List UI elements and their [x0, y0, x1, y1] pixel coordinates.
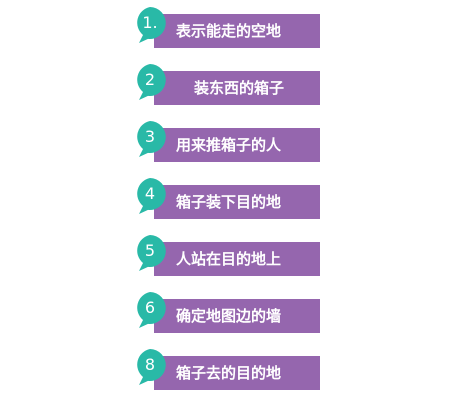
legend-item-5: 人站在目的地上 5 — [134, 235, 324, 276]
legend-label: 人站在目的地上 — [154, 242, 320, 276]
badge-number: 5 — [144, 241, 156, 260]
legend-label: 装东西的箱子 — [154, 71, 320, 105]
legend-label: 箱子装下目的地 — [154, 185, 320, 219]
legend-label: 表示能走的空地 — [154, 14, 320, 48]
legend-item-4: 箱子装下目的地 4 — [134, 178, 324, 219]
number-badge: 8 — [134, 349, 166, 385]
badge-number: 8 — [144, 355, 156, 374]
legend-item-3: 用来推箱子的人 3 — [134, 121, 324, 162]
speech-bubble-icon — [137, 349, 166, 385]
legend-label: 确定地图边的墙 — [154, 299, 320, 333]
legend-item-1: 表示能走的空地 1. — [134, 7, 324, 48]
legend-item-2: 装东西的箱子 2 — [134, 64, 324, 105]
speech-bubble-icon — [137, 292, 166, 328]
legend-label: 用来推箱子的人 — [154, 128, 320, 162]
speech-bubble-icon — [137, 178, 166, 214]
speech-bubble-icon — [137, 121, 166, 157]
badge-number: 4 — [144, 184, 156, 203]
number-badge: 6 — [134, 292, 166, 328]
badge-number: 6 — [144, 298, 156, 317]
badge-number: 2 — [144, 70, 156, 89]
badge-number: 1. — [142, 13, 158, 32]
number-badge: 2 — [134, 64, 166, 100]
speech-bubble-icon — [137, 7, 166, 43]
legend-item-7: 箱子去的目的地 8 — [134, 349, 324, 390]
number-badge: 3 — [134, 121, 166, 157]
legend-item-6: 确定地图边的墙 6 — [134, 292, 324, 333]
number-badge: 1. — [134, 7, 166, 43]
number-badge: 4 — [134, 178, 166, 214]
speech-bubble-icon — [137, 235, 166, 271]
badge-number: 3 — [144, 127, 156, 146]
number-badge: 5 — [134, 235, 166, 271]
speech-bubble-icon — [137, 64, 166, 100]
legend-label: 箱子去的目的地 — [154, 356, 320, 390]
